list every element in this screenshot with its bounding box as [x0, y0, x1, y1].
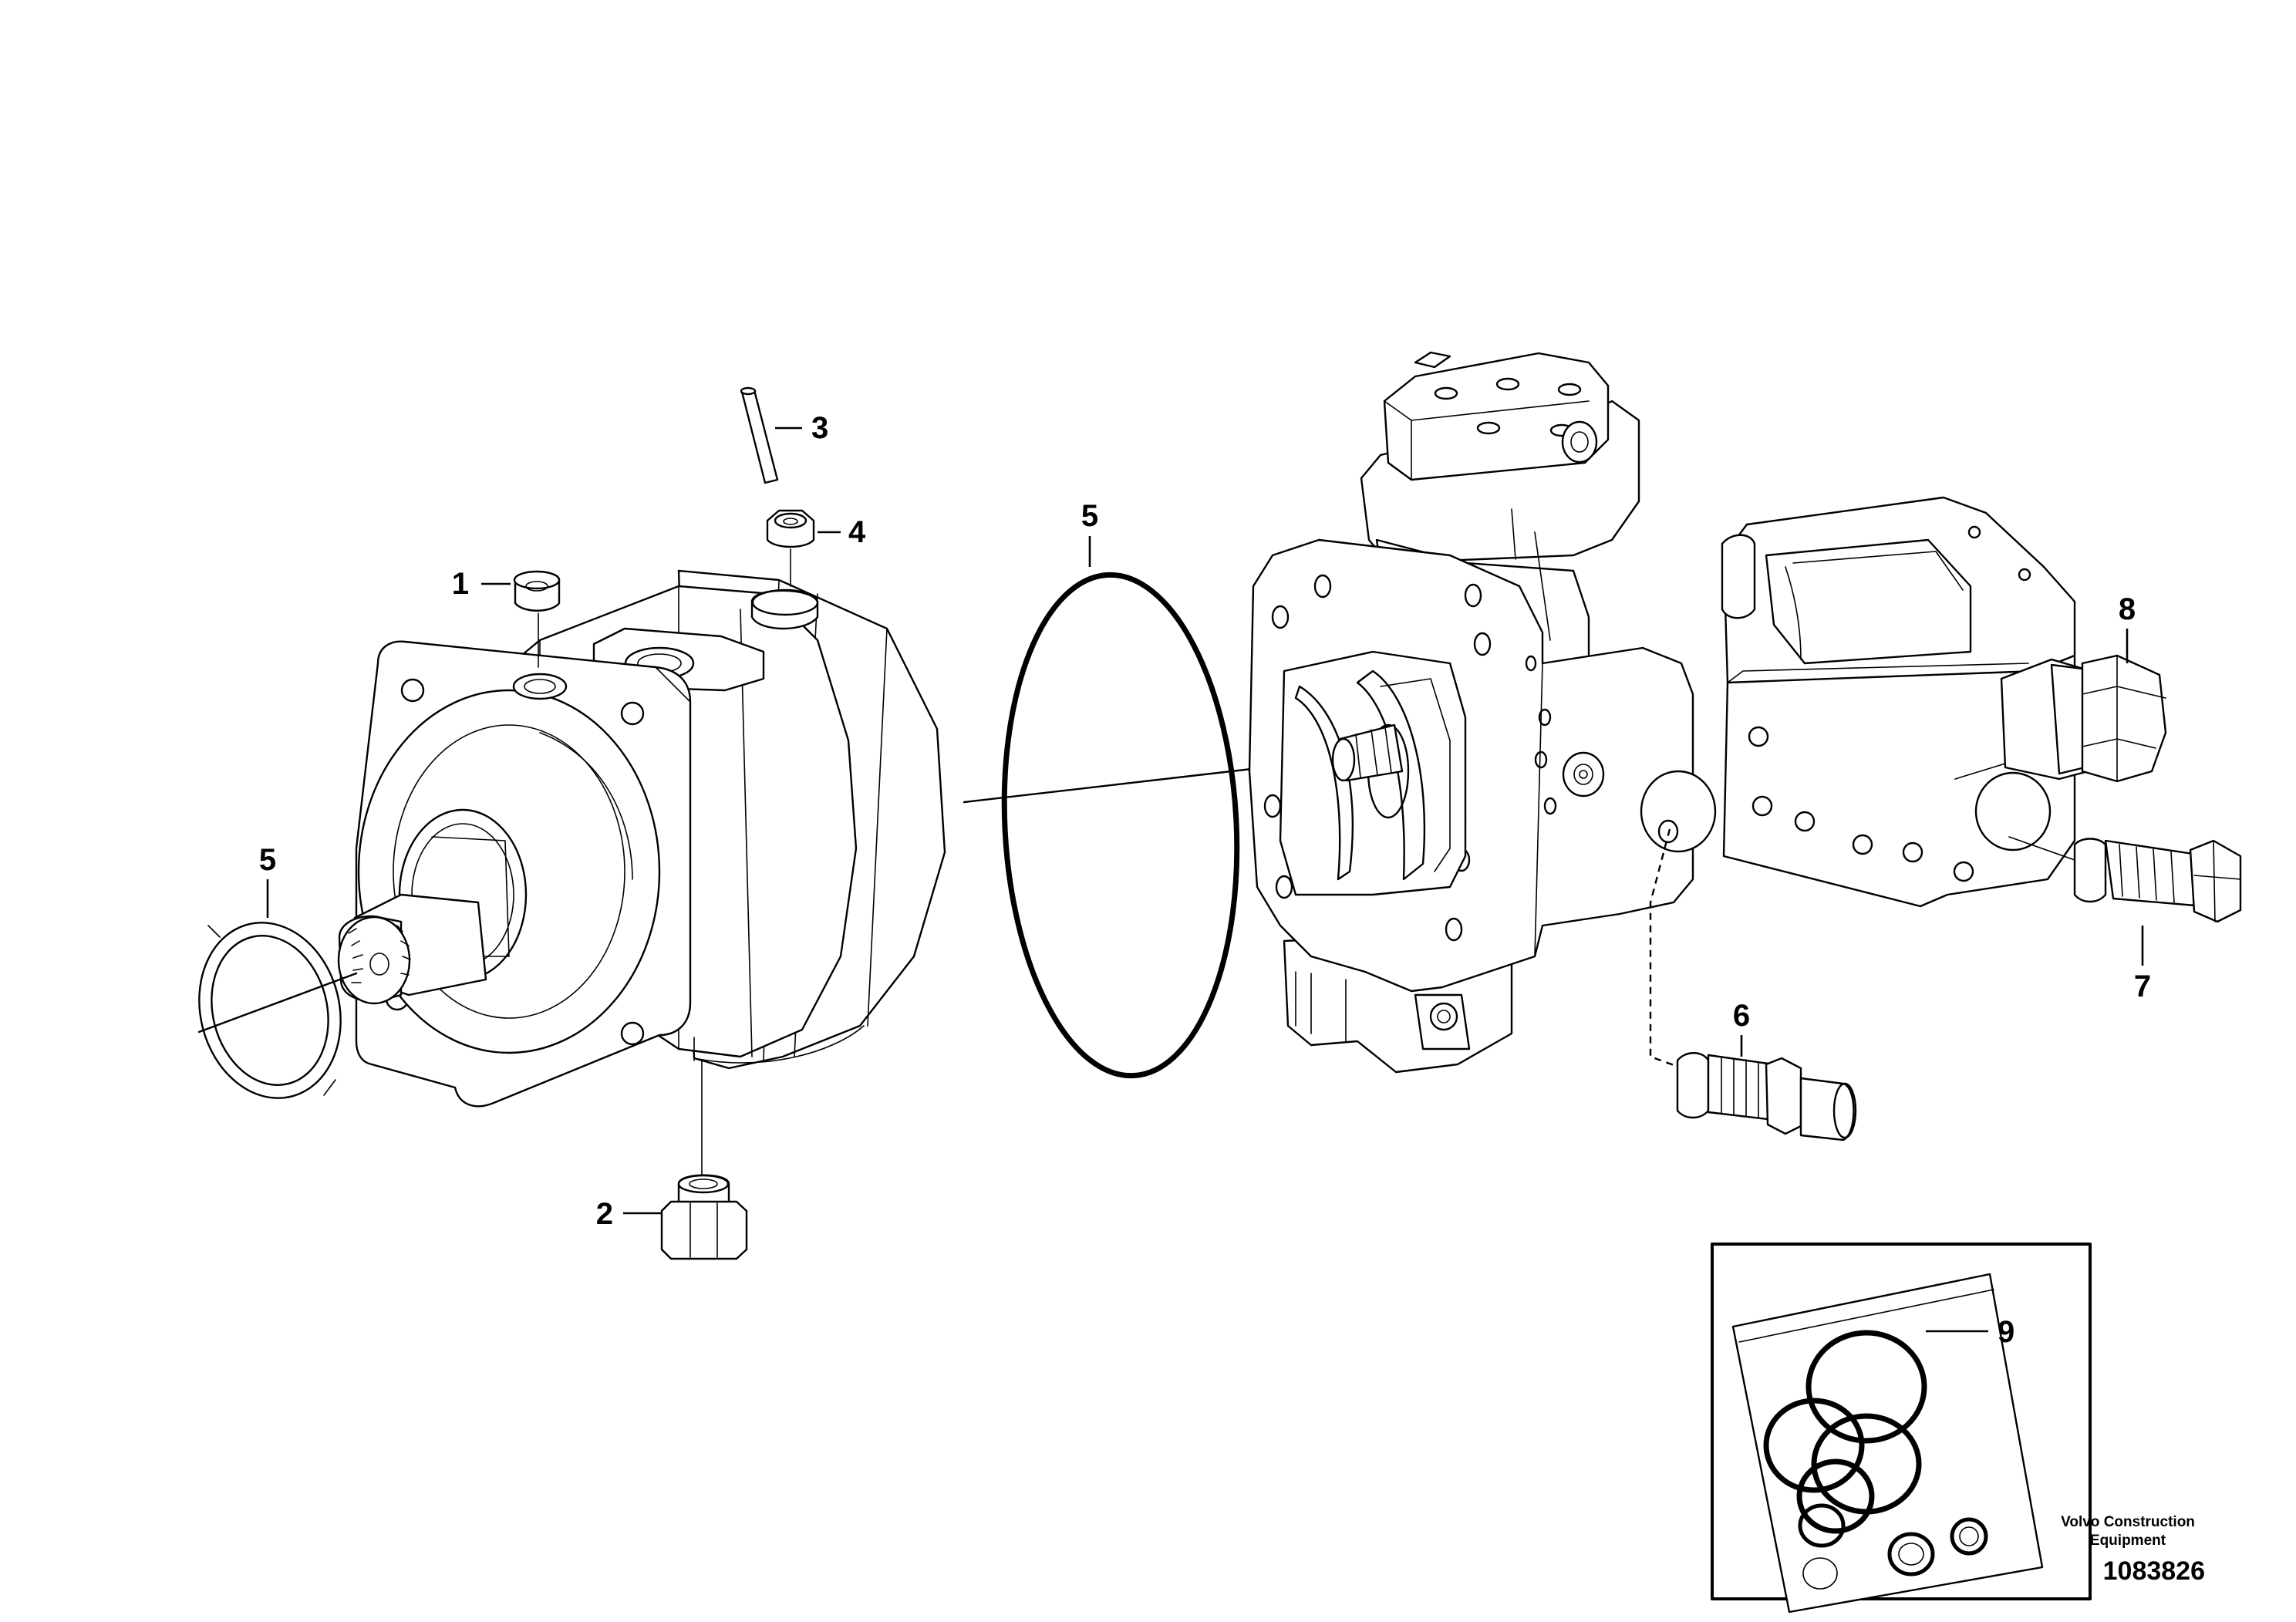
seal-kit-box	[1711, 1243, 2092, 1614]
pin-3	[740, 386, 779, 484]
callout-7: 7	[2134, 969, 2151, 1003]
port-plate	[1248, 351, 1717, 1074]
callout-2: 2	[596, 1197, 613, 1231]
callout-4: 4	[848, 515, 866, 549]
large-o-ring	[1001, 572, 1240, 1079]
callout-1: 1	[452, 567, 469, 601]
credit-line-1: Volvo Construction	[2061, 1514, 2195, 1530]
valve-6	[1649, 828, 1857, 1141]
callout-5b: 5	[259, 843, 276, 877]
leader-lines	[266, 427, 2144, 1333]
plug-1	[512, 570, 568, 700]
manufacturer-credit: Volvo Construction Equipment	[2028, 1513, 2228, 1550]
callout-9: 9	[1998, 1315, 2014, 1349]
shaft-seal-ring	[198, 922, 342, 1099]
callout-5a: 5	[1081, 499, 1098, 533]
plug-2	[660, 1060, 748, 1260]
control-valve-block	[1721, 496, 2167, 908]
callout-3: 3	[811, 411, 828, 445]
valve-7	[2008, 836, 2242, 923]
callout-8: 8	[2119, 592, 2136, 626]
nut-4	[766, 509, 815, 587]
credit-line-2: Equipment	[2089, 1533, 2166, 1549]
callout-6: 6	[1733, 999, 1750, 1033]
motor-housing	[337, 569, 946, 1108]
axis-line-front	[197, 972, 358, 1034]
drawing-number: 1083826	[2102, 1556, 2205, 1586]
